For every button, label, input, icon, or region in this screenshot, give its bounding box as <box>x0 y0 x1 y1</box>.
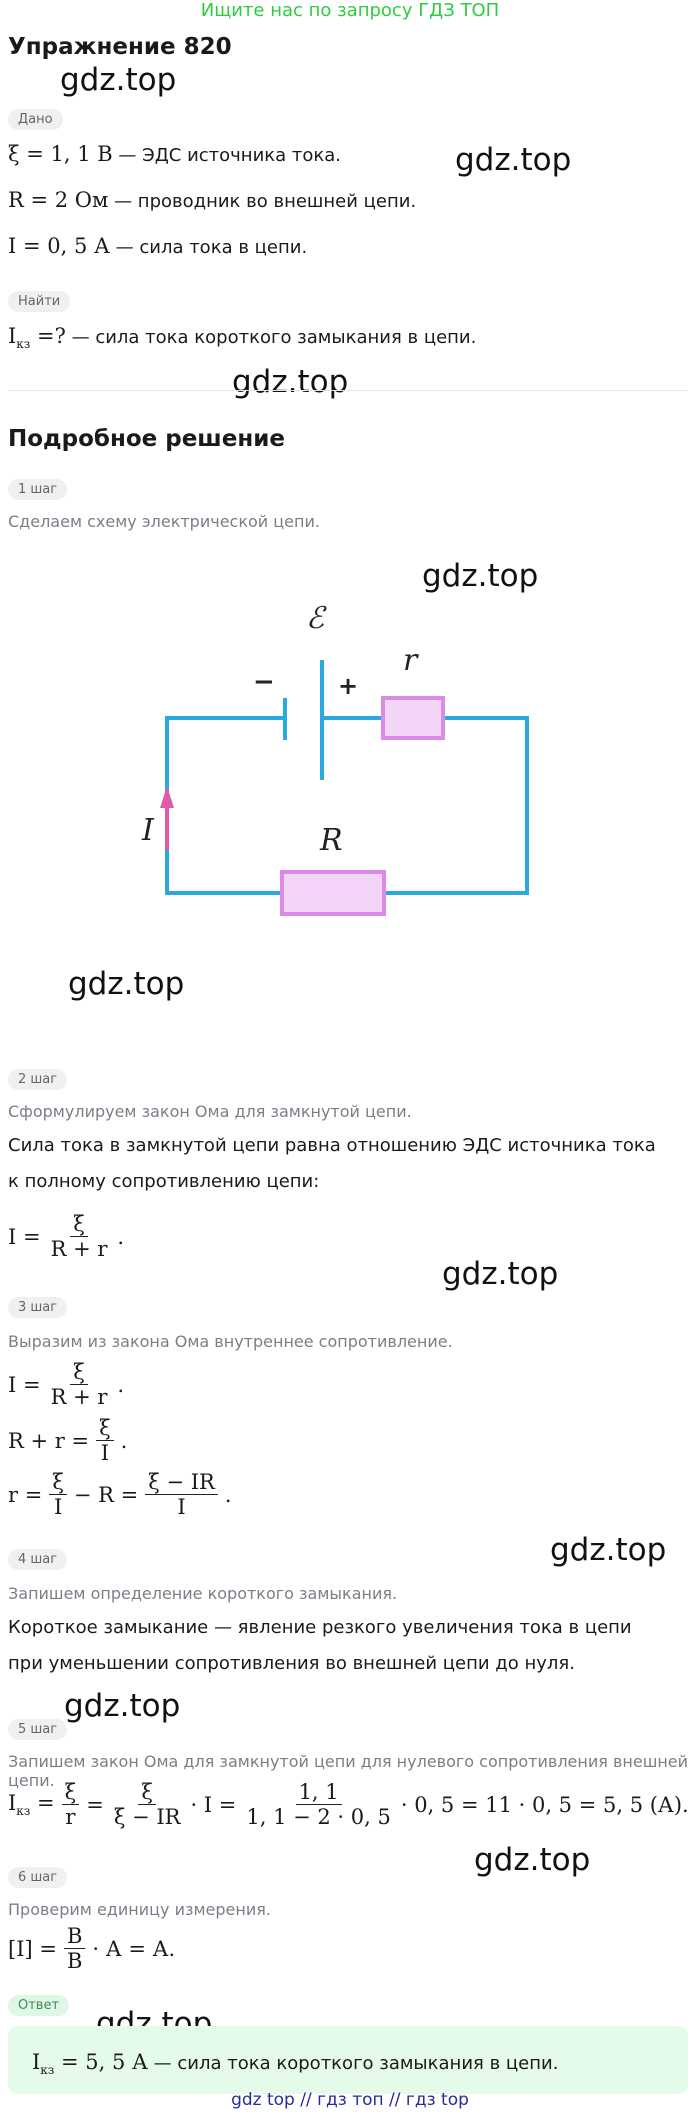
step-1-desc: Сделаем схему электрической цепи. <box>8 512 320 531</box>
watermark: gdz.top <box>64 1688 181 1724</box>
watermark: gdz.top <box>232 364 349 400</box>
watermark: gdz.top <box>442 1256 559 1292</box>
step-4-label: 4 шаг <box>8 1548 68 1570</box>
find-label: Найти <box>8 290 71 312</box>
given-resistance: R = 2 Ом — проводник во внешней цепи. <box>8 188 417 212</box>
watermark: gdz.top <box>68 966 185 1002</box>
page-title: Упражнение 820 <box>8 34 232 60</box>
step-3-desc: Выразим из закона Ома внутреннее сопроти… <box>8 1332 453 1351</box>
answer-label: Ответ <box>8 1994 70 2016</box>
footer-links[interactable]: gdz top // гдз топ // гдз top <box>231 2090 469 2110</box>
watermark: gdz.top <box>422 558 539 594</box>
given-emf: ξ = 1, 1 В — ЭДС источника тока. <box>8 142 342 166</box>
current-arrowhead <box>160 786 174 808</box>
watermark: gdz.top <box>550 1532 667 1568</box>
plus-sign: + <box>338 672 358 700</box>
internal-resistor <box>381 696 445 740</box>
minus-sign: − <box>253 667 275 697</box>
external-resistor <box>280 870 386 916</box>
emf-label: ℰ <box>306 601 327 636</box>
step-4-desc: Запишем определение короткого замыкания. <box>8 1584 398 1603</box>
find-statement: Iкз =? — сила тока короткого замыкания в… <box>8 324 477 352</box>
step-2-desc: Сформулируем закон Ома для замкнутой цеп… <box>8 1102 412 1121</box>
given-label: Дано <box>8 108 63 130</box>
internal-resistance-label: r <box>403 643 419 678</box>
step-3-label: 3 шаг <box>8 1296 68 1318</box>
watermark: gdz.top <box>60 62 177 98</box>
watermark: gdz.top <box>455 142 572 178</box>
step-6-desc: Проверим единицу измерения. <box>8 1900 271 1919</box>
step-1-label: 1 шаг <box>8 478 68 500</box>
answer-statement: Iкз = 5, 5 А — сила тока короткого замык… <box>32 2050 559 2078</box>
answer-box <box>8 2026 688 2094</box>
external-resistance-label: R <box>319 823 343 858</box>
watermark: gdz.top <box>474 1842 591 1878</box>
circuit-diagram: ℰ − + r R I <box>141 601 529 916</box>
step-6-label: 6 шаг <box>8 1866 68 1888</box>
step-4-text: Короткое замыкание — явление резкого уве… <box>8 1617 632 1674</box>
given-current: I = 0, 5 А — сила тока в цепи. <box>8 234 308 258</box>
solution-title: Подробное решение <box>8 426 285 452</box>
circuit-wires <box>165 716 529 895</box>
step-2-label: 2 шаг <box>8 1068 68 1090</box>
step-5-desc: Запишем закон Ома для замкнутой цепи для… <box>8 1752 689 1790</box>
current-label: I <box>141 813 155 848</box>
top-banner[interactable]: Ищите нас по запросу ГДЗ ТОП <box>200 0 500 21</box>
step-2-text: Сила тока в замкнутой цепи равна отношен… <box>8 1135 656 1192</box>
step-5-label: 5 шаг <box>8 1718 68 1740</box>
divider <box>8 390 688 391</box>
